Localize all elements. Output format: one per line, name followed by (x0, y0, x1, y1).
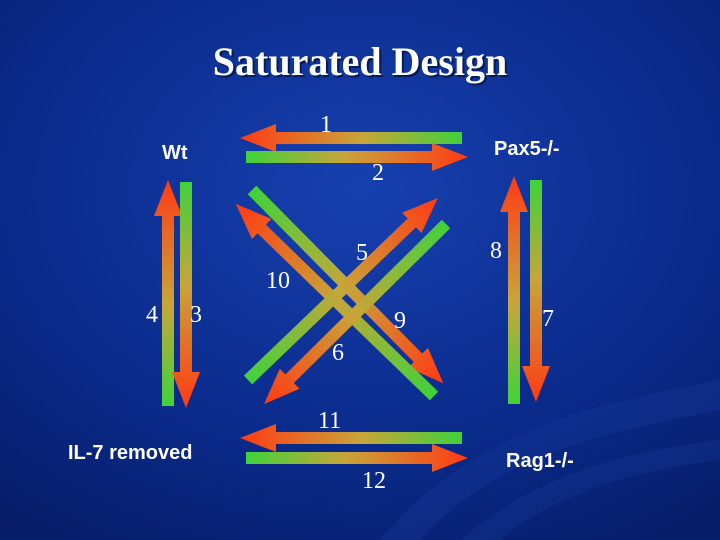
arrow-4 (154, 180, 182, 406)
label-comparison-10: 10 (266, 268, 290, 294)
label-comparison-1: 1 (320, 112, 332, 138)
label-comparison-7: 7 (542, 306, 554, 332)
label-comparison-6: 6 (332, 340, 344, 366)
arrow-8 (500, 176, 528, 404)
node-wt: Wt (162, 142, 188, 164)
arrow-11 (240, 424, 462, 452)
arrow-12 (246, 444, 468, 472)
node-rag1: Rag1-/- (506, 450, 574, 472)
decor-swoosh (380, 380, 720, 540)
node-il7-removed: IL-7 removed (68, 442, 193, 464)
label-comparison-8: 8 (490, 238, 502, 264)
arrow-2 (246, 143, 468, 171)
label-comparison-3: 3 (190, 302, 202, 328)
label-comparison-9: 9 (394, 308, 406, 334)
label-comparison-11: 11 (318, 408, 342, 434)
arrow-6 (264, 219, 451, 405)
arrow-5 (243, 197, 438, 385)
label-comparison-4: 4 (146, 302, 158, 328)
slide-title: Saturated Design (212, 39, 508, 84)
label-comparison-2: 2 (372, 160, 384, 186)
node-pax5: Pax5-/- (494, 138, 560, 160)
arrow-1 (240, 124, 462, 152)
arrow-7 (522, 180, 550, 402)
label-comparison-12: 12 (362, 468, 386, 494)
label-comparison-5: 5 (356, 240, 368, 266)
decor-swoosh (460, 440, 720, 540)
arrow-3 (172, 182, 200, 408)
